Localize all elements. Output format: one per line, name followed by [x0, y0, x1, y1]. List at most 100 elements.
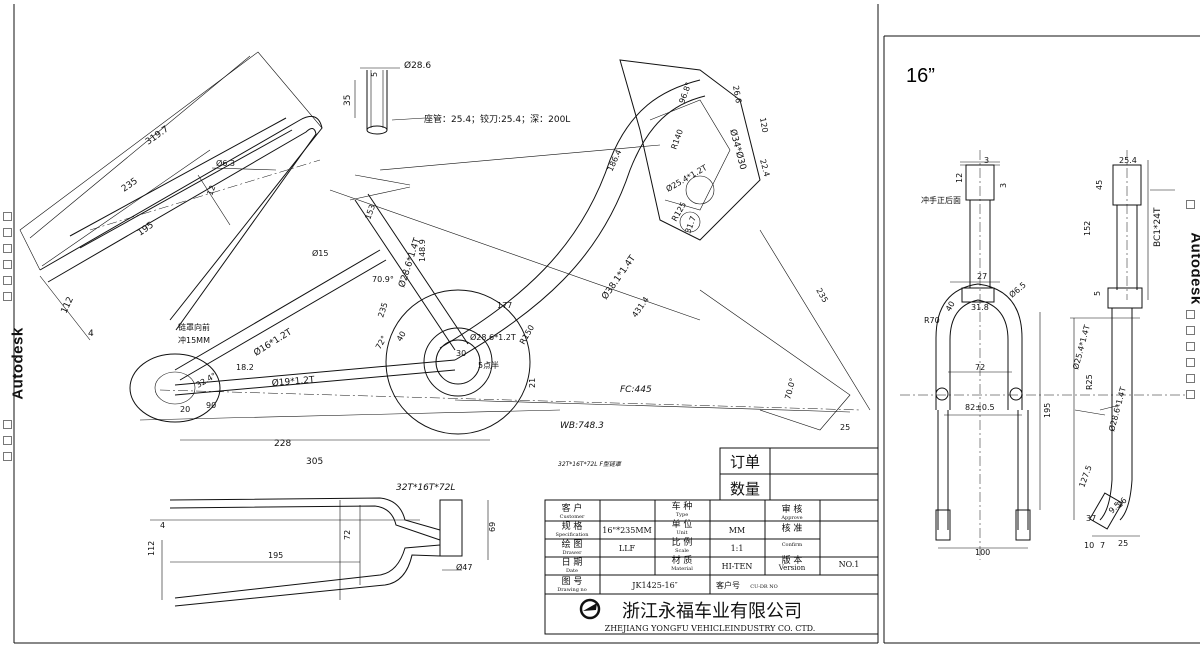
- dim-6-3: Ø6.3: [216, 158, 235, 168]
- scale-en: Scale: [675, 548, 689, 554]
- dim-seat-28-6: Ø28.6: [404, 60, 431, 71]
- material-value: HI-TEN: [722, 562, 753, 571]
- dim-15: Ø15: [312, 248, 328, 258]
- version-en: Version: [778, 564, 806, 572]
- chain-note-2: 冲15MM: [178, 335, 210, 345]
- fork-dim-10: 10: [1084, 541, 1094, 550]
- dim-235: 235: [120, 176, 140, 194]
- fork-size-label: 16”: [906, 65, 935, 87]
- dim-177: 177: [497, 301, 512, 310]
- fork-dim-195: 195: [1043, 403, 1052, 418]
- drawing-no-value: JK1425-16″: [631, 581, 677, 590]
- unit-en: Unit: [676, 530, 687, 536]
- fc-label: FC:445: [620, 385, 652, 395]
- dim-112b: 112: [147, 541, 156, 556]
- confirm-en: Confirm: [782, 542, 803, 548]
- dim-28-6-1-2: Ø28.6*1.2T: [470, 332, 516, 342]
- fork-thread: BC1*24T: [1153, 207, 1163, 247]
- dim-47: Ø47: [456, 562, 472, 572]
- fork-dim-25: 25: [1118, 539, 1128, 548]
- dim-34-30: Ø34*Ø30: [727, 128, 748, 171]
- right-checkbox-strip-lower: [1186, 310, 1195, 399]
- dim-21: 21: [528, 378, 537, 388]
- spec-value: 16"*235MM: [602, 526, 652, 535]
- main-frame-side-view: [129, 59, 871, 441]
- customer-no-label: 客户号: [716, 580, 740, 590]
- tube-16: Ø16*1.2T: [252, 326, 295, 358]
- fork-dim-3a: 3: [984, 156, 989, 165]
- fork-dim-45: 45: [1095, 180, 1104, 190]
- unit-label: 单 位: [672, 518, 693, 530]
- drawer-value: LLF: [619, 544, 636, 553]
- left-checkbox-strip: [3, 212, 12, 301]
- watermark-left: Autodesk: [9, 327, 27, 400]
- tube-19: Ø19*1.2T: [271, 374, 315, 389]
- version-value: NO.1: [839, 560, 860, 569]
- fork-dim-82: 82±0.5: [965, 403, 995, 412]
- date-en: Date: [566, 568, 578, 574]
- drawer-en: Drawer: [562, 550, 582, 556]
- dim-319-7: 319.7: [144, 124, 171, 147]
- company-name-cn: 浙江永福车业有限公司: [622, 601, 802, 622]
- customer-label: 客 户: [562, 502, 583, 514]
- dim-22-4: 22.4: [758, 158, 771, 178]
- fork-punch-note: 冲手正后面: [921, 195, 961, 205]
- sheet-frames: [13, 4, 1200, 644]
- dim-305: 305: [306, 457, 323, 467]
- dim-195b: 195: [268, 551, 283, 560]
- dim-31-7: 31.7: [683, 215, 698, 235]
- dim-r125: R125: [670, 200, 688, 223]
- dim-153: 153: [363, 203, 377, 220]
- dim-120: 120: [758, 117, 770, 134]
- seatpost-detail: [354, 67, 426, 135]
- dim-112: 112: [60, 295, 76, 315]
- dim-148-9: 148.9: [418, 239, 427, 262]
- right-checkbox-strip: [1186, 200, 1195, 209]
- drawer-label: 绘 图: [562, 538, 583, 550]
- spec-en: Specification: [556, 532, 590, 538]
- date-label: 日 期: [562, 557, 583, 568]
- dim-5-half: 5点半: [478, 360, 499, 370]
- chainstay-bottom-view: [150, 497, 489, 607]
- customer-en: Customer: [560, 514, 585, 520]
- dim-12: 12: [205, 184, 217, 197]
- fork-dim-37: 37: [1086, 514, 1096, 523]
- dim-69: 69: [488, 522, 497, 532]
- vehicle-en: Type: [676, 512, 688, 518]
- vehicle-label: 车 种: [672, 500, 693, 512]
- dim-38-1: Ø38.1*1.4T: [599, 253, 638, 302]
- fork-dim-6-5: Ø6.5: [1007, 280, 1028, 300]
- dim-32-4: 32.4°: [195, 371, 218, 390]
- fork-dim-72: 72: [975, 363, 985, 372]
- dim-r140: R140: [669, 128, 685, 151]
- left-checkbox-strip-lower: [3, 420, 12, 461]
- drawing-no-label: 图 号: [562, 576, 583, 587]
- rear-stay-top-view: [19, 51, 323, 341]
- dim-70-9: 70.9°: [372, 275, 394, 284]
- dim-235b: 235: [376, 301, 389, 318]
- chain-note-1: 链罩向前: [178, 322, 210, 332]
- dim-25: 25: [840, 423, 850, 432]
- fork-drawing: [900, 150, 1185, 560]
- dim-96-8: 96.8°: [677, 81, 693, 105]
- dim-40: 40: [395, 330, 408, 343]
- material-en: Material: [671, 566, 693, 572]
- order-title: 订单: [730, 453, 760, 471]
- company-logo: [579, 598, 601, 620]
- company-name-en: ZHEJIANG YONGFU VEHICLEINDUSTRY CO. CTD.: [605, 624, 816, 633]
- dim-70-deg: 70.0°: [783, 377, 797, 400]
- fork-dim-31-8: 31.8: [971, 303, 989, 312]
- fork-dim-152: 152: [1083, 221, 1092, 236]
- fork-tube-2: Ø28.6*1.4T: [1106, 386, 1128, 433]
- dim-90: 90: [206, 401, 216, 410]
- fork-dim-40: 40: [944, 300, 957, 313]
- approve-en: Approve: [780, 515, 802, 521]
- unit-value: MM: [729, 526, 745, 535]
- approve-label: 审 核: [782, 503, 803, 515]
- frame-drawing: 319.7 235 195 112 4 Ø6.3 12 Ø28.6 35 5 座…: [19, 51, 871, 607]
- material-label: 材 质: [672, 554, 693, 566]
- title-block: [544, 447, 879, 635]
- version-label: 版 本: [782, 554, 803, 566]
- fork-dim-7: 7: [1100, 541, 1105, 550]
